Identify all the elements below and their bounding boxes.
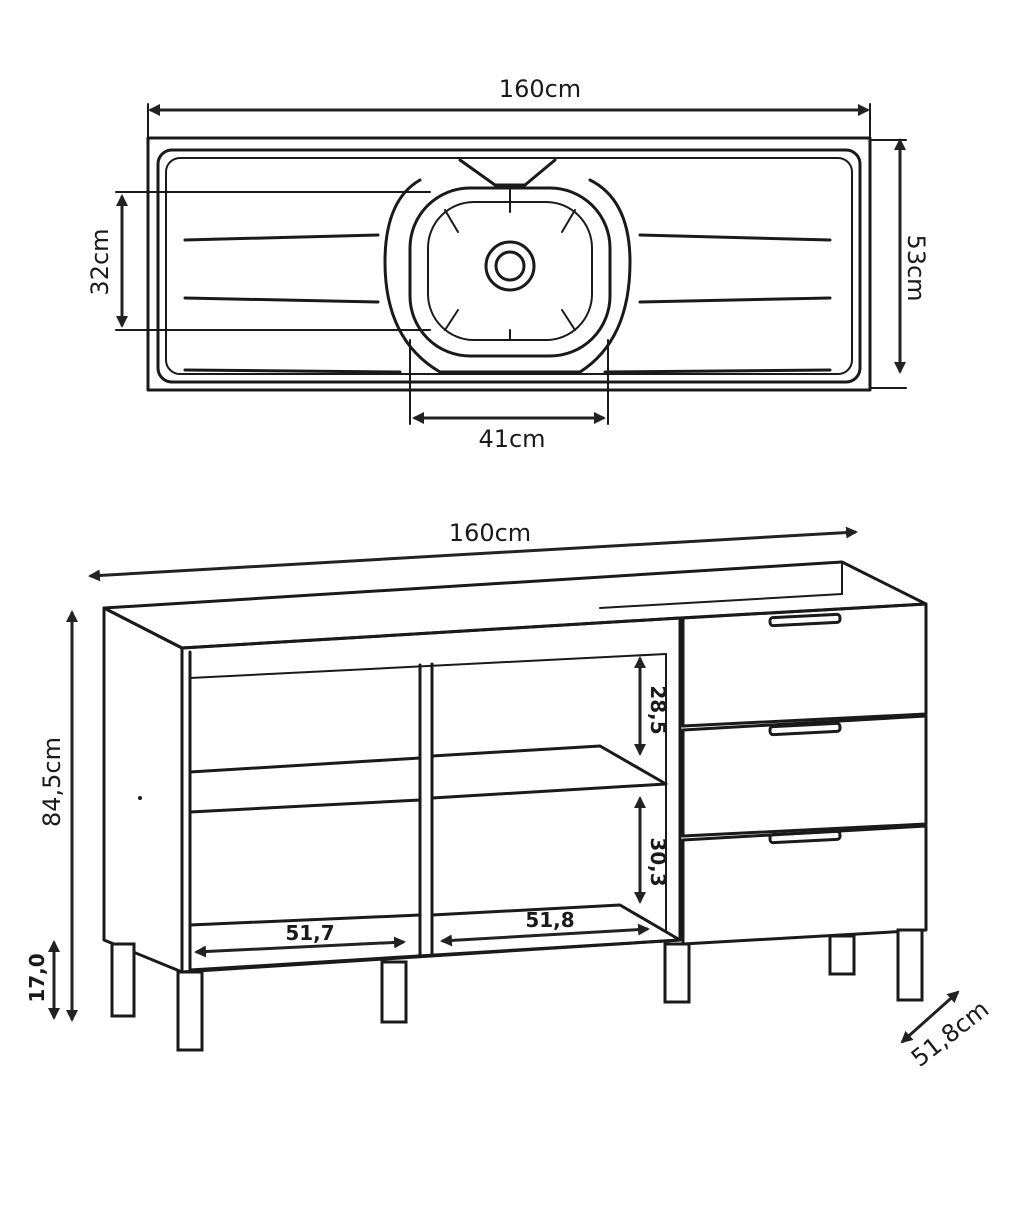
compartment-bottom <box>188 903 682 972</box>
left-shelf <box>188 756 422 814</box>
right-shelf <box>430 744 668 800</box>
bowl-width-label: 41cm <box>478 425 545 453</box>
leg-back-right <box>828 934 856 976</box>
leg-front-right <box>663 942 691 1004</box>
cabinet-top-inner-edge <box>599 593 843 609</box>
drawer-2[interactable] <box>681 714 928 838</box>
left-drainboard-grooves <box>183 233 402 374</box>
cabinet-top-frame <box>102 560 928 650</box>
drain-inner <box>494 250 526 282</box>
sink-bowl-outer <box>408 186 612 358</box>
sink-inner-rim-2 <box>165 157 853 375</box>
cabinet-depth-label: 51,8cm <box>906 995 994 1072</box>
drawer-stack <box>681 602 928 946</box>
compartment-top-inner <box>189 653 667 679</box>
cabinet-front-view: 160cm <box>25 519 994 1072</box>
leg-front-left <box>176 970 204 1052</box>
sink-depth-label: 53cm <box>902 234 930 301</box>
cabinet-height-label: 84,5cm <box>38 737 66 827</box>
upper-shelf-height-label: 28,5 <box>646 685 670 734</box>
right-drainboard-grooves <box>603 233 832 374</box>
leg-height-label: 17,0 <box>25 953 49 1002</box>
right-bay-width-dimension <box>440 923 650 947</box>
drawer-2-handle[interactable] <box>768 721 842 737</box>
sink-top-view: 160cm 53cm 32cm 41cm <box>86 75 930 453</box>
cabinet-width-dimension <box>88 526 858 582</box>
leg-front-middle <box>380 960 408 1024</box>
drawer-1[interactable] <box>681 602 928 728</box>
drawer-1-handle[interactable] <box>768 612 842 628</box>
cabinet-left-side-panel <box>102 606 184 974</box>
leg-back-left <box>110 942 136 1018</box>
bowl-depth-label: 32cm <box>86 228 114 295</box>
leg-far-right <box>896 928 924 1002</box>
bowl-surround <box>383 158 632 374</box>
cabinet-legs <box>110 928 924 1052</box>
drawer-3-handle[interactable] <box>768 829 842 845</box>
sink-inner-rim <box>156 148 862 384</box>
sink-width-label: 160cm <box>499 75 581 103</box>
left-bay-width-label: 51,7 <box>285 921 334 945</box>
drawer-3[interactable] <box>681 824 928 946</box>
right-bay-width-label: 51,8 <box>525 908 574 932</box>
side-panel-dot <box>138 796 142 800</box>
drain-outer <box>484 240 536 292</box>
bowl-corner-lines <box>444 189 576 341</box>
sink-countertop-outline <box>146 136 872 392</box>
cabinet-width-label: 160cm <box>449 519 531 547</box>
lower-shelf-height-label: 30,3 <box>646 837 670 886</box>
left-bay-width-dimension <box>194 936 406 958</box>
cabinet-depth-dimension <box>900 990 960 1044</box>
